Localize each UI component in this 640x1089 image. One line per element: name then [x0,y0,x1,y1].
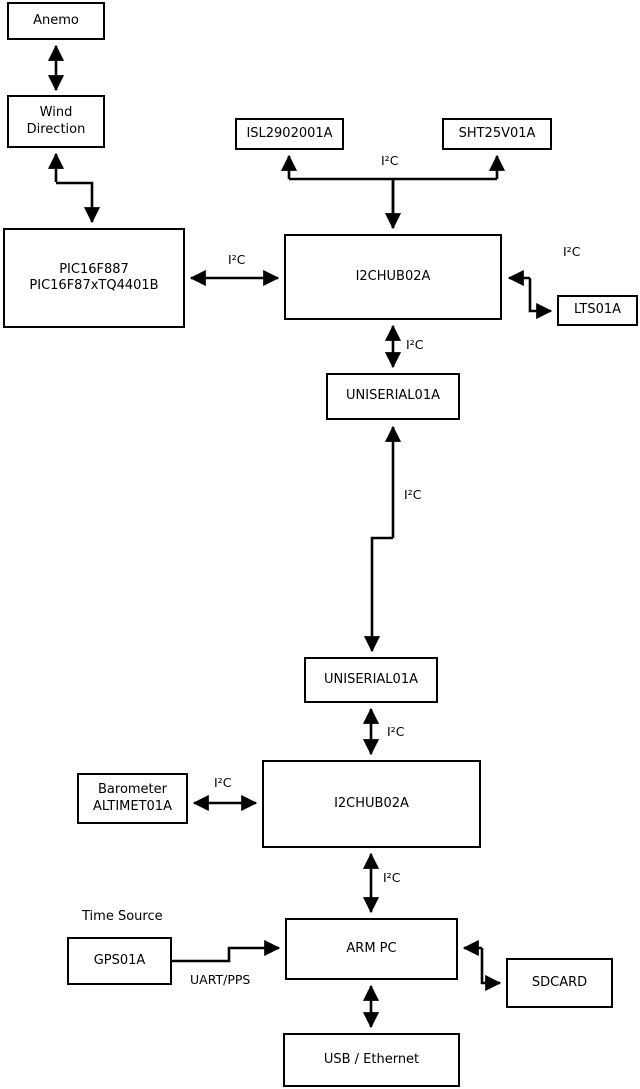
edge-uni1-uni2-body [363,536,393,653]
node-i2chub02a-bottom[interactable]: I2CHUB02A [262,760,481,848]
edge-label-i2c-barometer: I²C [214,775,232,790]
edge-wind-pic-body [56,181,101,224]
edge-label-uart-pps: UART/PPS [190,972,251,987]
node-isl2902001a-label: ISL2902001A [246,125,333,141]
node-i2chub02a-top-label: I2CHUB02A [355,268,431,284]
node-usb-ethernet[interactable]: USB / Ethernet [283,1033,460,1087]
node-gps01a-label: GPS01A [93,952,146,968]
edge-sdcard-body [480,948,502,992]
node-pic-mcu-label: PIC16F887 PIC16F87xTQ4401B [29,261,159,293]
node-arm-pc[interactable]: ARM PC [285,918,458,980]
node-uniserial01a-lower-label: UNISERIAL01A [324,671,418,687]
node-barometer-altimet01a-label: Barometer ALTIMET01A [93,782,172,814]
node-i2chub02a-top[interactable]: I2CHUB02A [284,234,502,320]
node-pic-mcu[interactable]: PIC16F887 PIC16F87xTQ4401B [3,228,185,328]
label-time-source: Time Source [82,909,163,924]
edge-label-i2c-pic-hub: I²C [228,252,246,267]
edge-label-i2c-hub-uniserial: I²C [406,337,424,352]
node-wind-direction[interactable]: Wind Direction [7,95,105,148]
node-lts01a[interactable]: LTS01A [557,295,638,326]
node-uniserial01a-upper[interactable]: UNISERIAL01A [326,373,460,420]
node-uniserial01a-lower[interactable]: UNISERIAL01A [304,657,438,703]
node-wind-direction-label: Wind Direction [26,105,86,137]
node-sht25v01a-label: SHT25V01A [458,125,536,141]
edge-label-i2c-lts01a: I²C [563,244,581,259]
edge-gps-armpc [172,939,281,963]
node-i2chub02a-bottom-label: I2CHUB02A [334,795,409,811]
node-sdcard[interactable]: SDCARD [506,958,613,1008]
edge-lts-body [528,278,553,320]
edge-label-i2c-hub2-armpc: I²C [383,870,401,885]
node-isl2902001a[interactable]: ISL2902001A [235,118,344,150]
node-anemo[interactable]: Anemo [7,2,105,40]
edge-label-i2c-uniserial-link: I²C [404,487,422,502]
edge-label-i2c-sensor-bus: I²C [381,153,399,168]
edge-label-i2c-uniserial-hub2: I²C [387,724,405,739]
node-gps01a[interactable]: GPS01A [67,937,172,985]
node-usb-ethernet-label: USB / Ethernet [323,1051,420,1067]
node-sht25v01a[interactable]: SHT25V01A [442,118,552,150]
node-arm-pc-label: ARM PC [346,940,397,956]
node-anemo-label: Anemo [33,12,79,28]
node-barometer-altimet01a[interactable]: Barometer ALTIMET01A [77,773,188,824]
node-lts01a-label: LTS01A [573,302,622,318]
node-uniserial01a-upper-label: UNISERIAL01A [346,388,440,404]
node-sdcard-label: SDCARD [531,974,588,990]
